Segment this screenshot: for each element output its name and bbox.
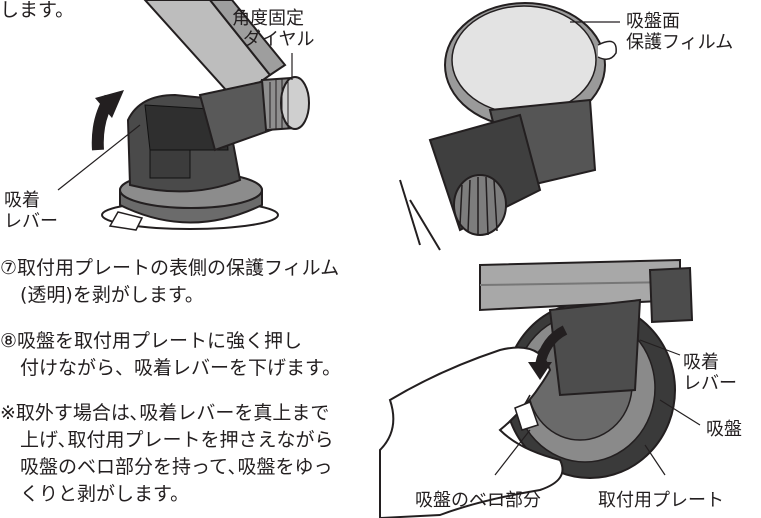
- continued-text-fragment: します。: [0, 0, 75, 21]
- step-number: ⑧: [0, 330, 18, 352]
- step-7-line2: (透明)を剥がします。: [20, 284, 204, 306]
- figure-mount-lever-raised: [57, 0, 310, 231]
- step-text-line1: 吸盤を取付用プレートに強く押し: [17, 330, 303, 352]
- note-mark: ※: [0, 402, 16, 424]
- step-8: ⑧吸盤を取付用プレートに強く押し: [0, 329, 302, 353]
- note-line1: 取外す場合は､吸着レバーを真上まで: [15, 402, 330, 424]
- lever-label-line1: 吸着: [4, 190, 40, 211]
- note-line3: 吸盤のベロ部分を持って､吸盤をゆっ: [20, 456, 333, 478]
- suction-tab-label: 吸盤のベロ部分: [415, 490, 541, 511]
- suction-cup-label: 吸盤: [706, 419, 742, 440]
- figure-suction-cup-film: [399, 2, 620, 251]
- step-7: ⑦取付用プレートの表側の保護フィルム: [0, 256, 339, 280]
- film-label-line2: 保護フィルム: [626, 32, 734, 53]
- angle-dial-label-line1: 角度固定: [232, 8, 304, 29]
- step-8-line2: 付けながら、吸着レバーを下げます。: [20, 357, 342, 379]
- film-label-line1: 吸盤面: [626, 11, 680, 32]
- mounting-plate-label: 取付用プレート: [598, 490, 724, 511]
- step-text-line1: 取付用プレートの表側の保護フィルム: [17, 257, 340, 279]
- step-number: ⑦: [0, 257, 18, 279]
- note-line2: 上げ､取付用プレートを押さえながら: [20, 429, 334, 451]
- figure-pressing-suction-cup: [379, 258, 701, 518]
- angle-dial-label-line2: ダイヤル: [243, 29, 315, 50]
- note-line4: くりと剥がします。: [20, 483, 190, 505]
- lever-label-fig3-line1: 吸着: [683, 352, 719, 373]
- note: ※取外す場合は､吸着レバーを真上まで: [0, 401, 329, 425]
- lever-label-fig3-line2: レバー: [683, 373, 737, 394]
- lever-label-line2: レバー: [4, 211, 58, 232]
